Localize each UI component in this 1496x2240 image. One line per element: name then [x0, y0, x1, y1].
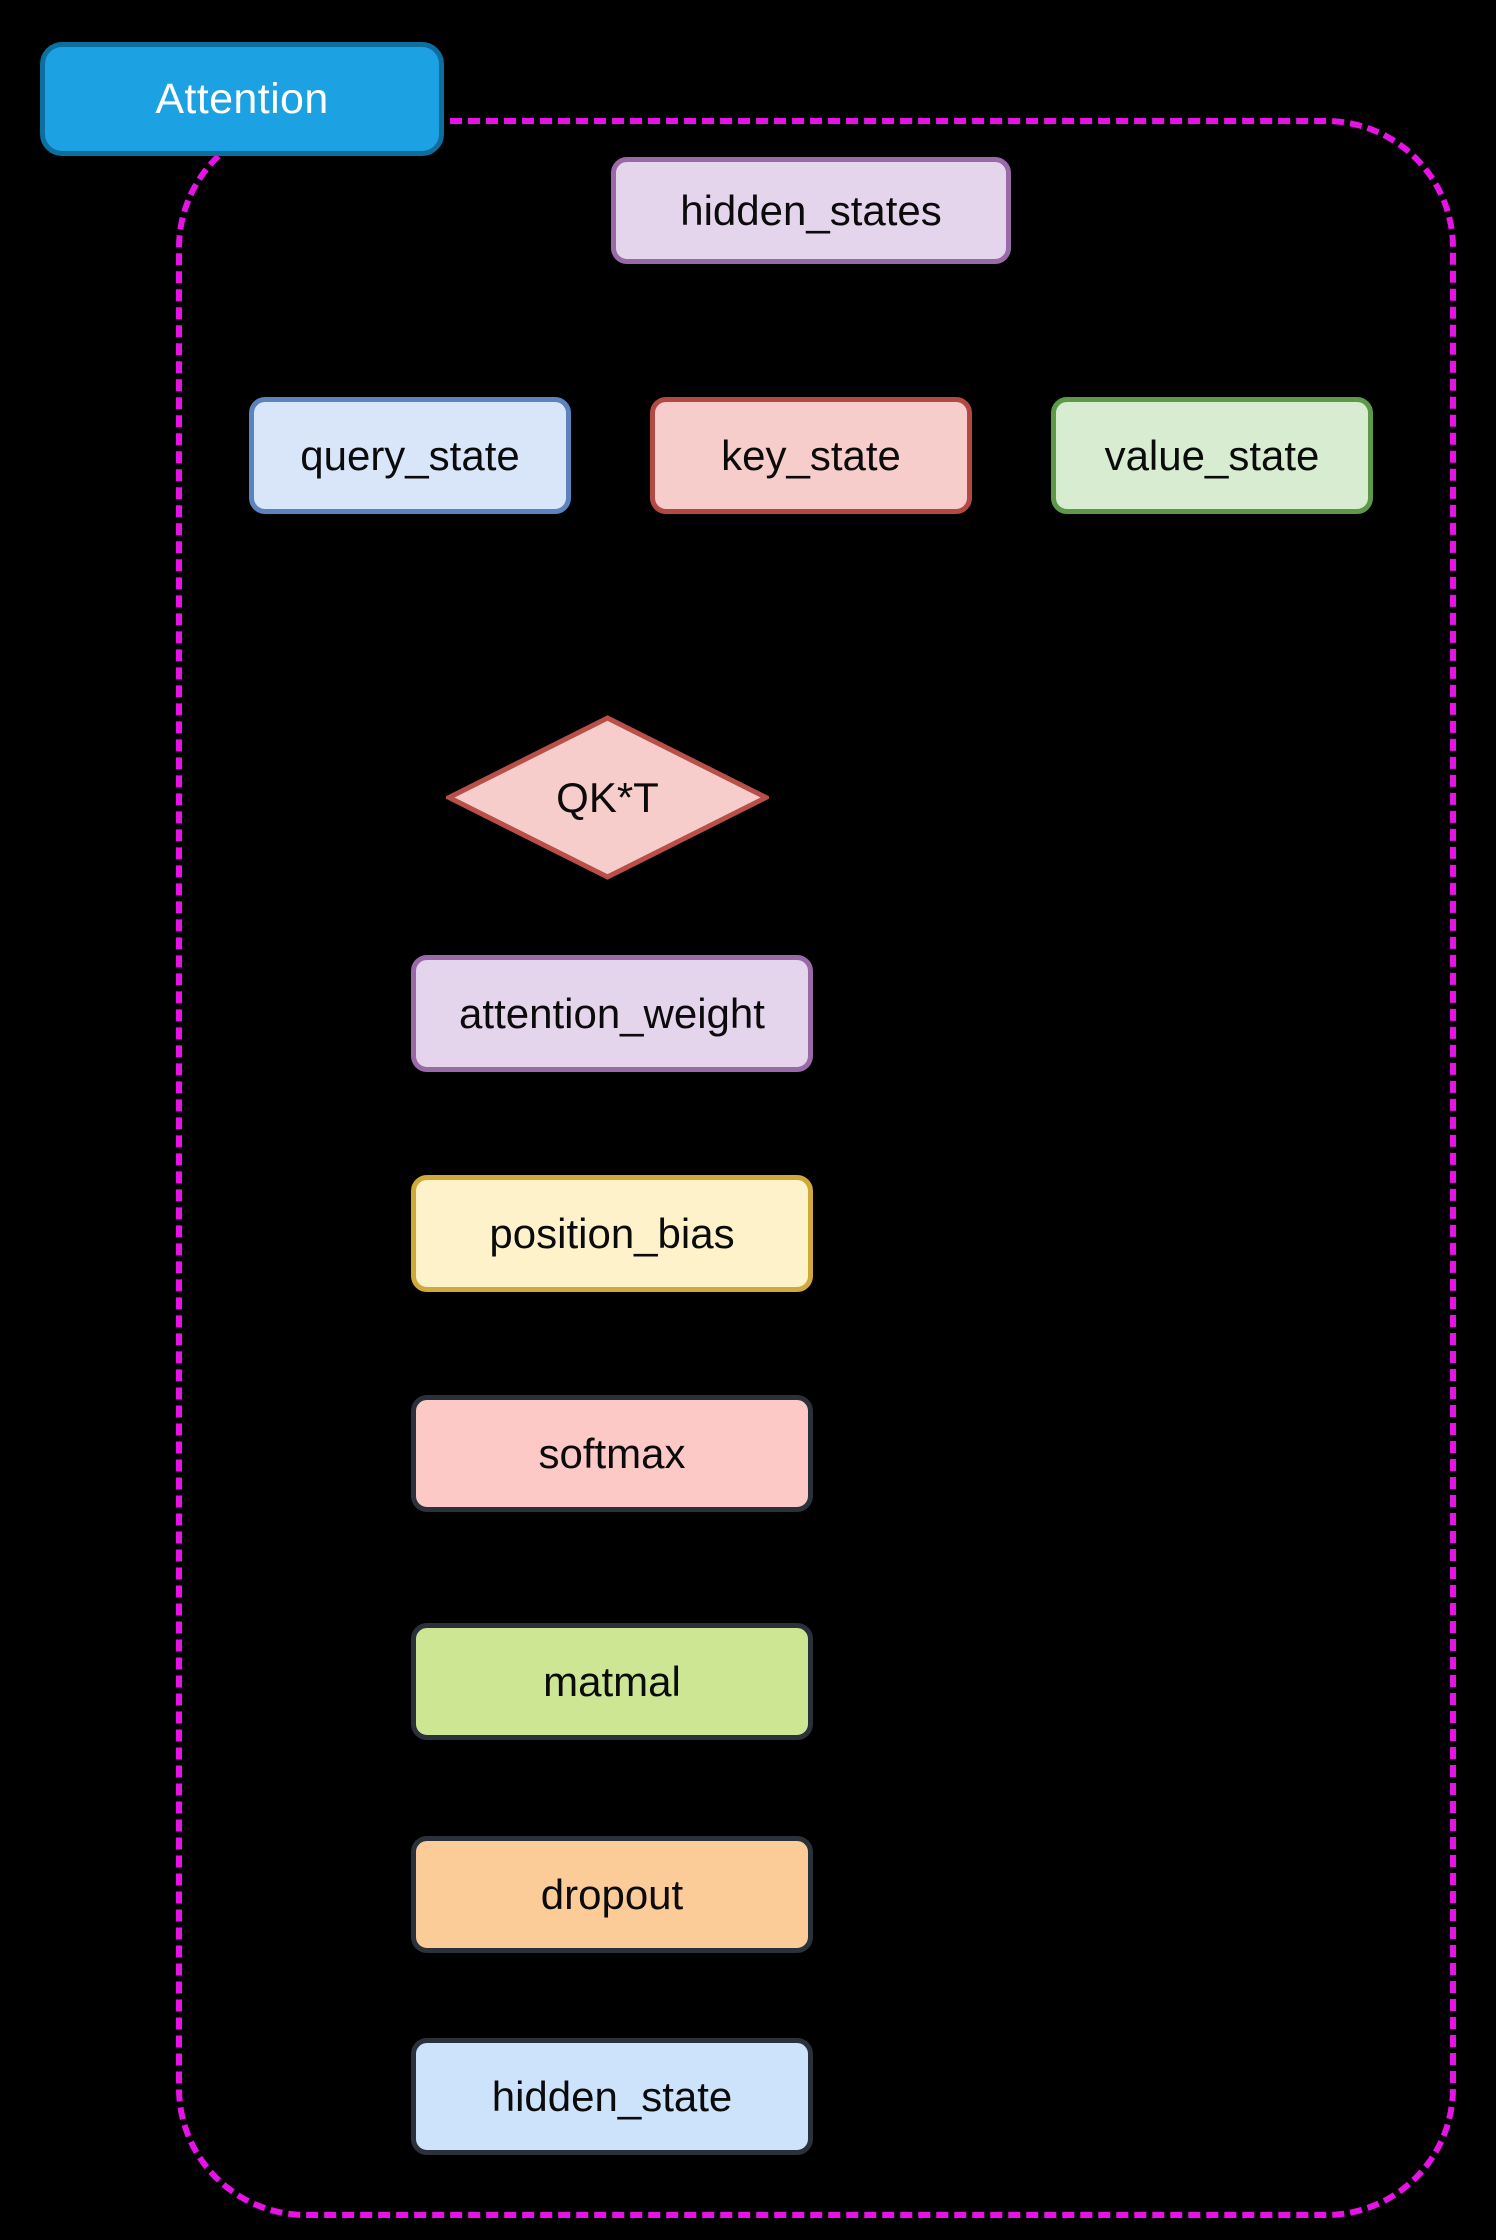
- node-matmal[interactable]: matmal: [411, 1623, 813, 1740]
- subgraph-title-label: Attention: [155, 74, 329, 123]
- node-label: hidden_states: [680, 186, 942, 234]
- node-label: hidden_state: [491, 2072, 733, 2120]
- node-value-state[interactable]: value_state: [1051, 397, 1373, 514]
- node-query-state[interactable]: query_state: [249, 397, 571, 514]
- node-softmax[interactable]: softmax: [411, 1395, 813, 1512]
- node-label: attention_weight: [459, 989, 765, 1037]
- node-label: softmax: [538, 1429, 686, 1477]
- attention-subgraph-frame: [176, 118, 1456, 2218]
- node-position-bias[interactable]: position_bias: [411, 1175, 813, 1292]
- node-dropout[interactable]: dropout: [411, 1836, 813, 1953]
- node-label: dropout: [540, 1870, 684, 1918]
- node-attention-weight[interactable]: attention_weight: [411, 955, 813, 1072]
- node-label: query_state: [300, 431, 520, 479]
- node-label: matmal: [543, 1657, 681, 1705]
- node-key-state[interactable]: key_state: [650, 397, 972, 514]
- subgraph-title-attention[interactable]: Attention: [40, 42, 444, 156]
- node-hidden-state[interactable]: hidden_state: [411, 2038, 813, 2155]
- diamond-shape-icon: [446, 715, 769, 880]
- node-qk-transpose-decision[interactable]: QK*T: [446, 715, 769, 880]
- node-label: key_state: [721, 431, 901, 479]
- node-label: value_state: [1104, 431, 1320, 479]
- node-label: position_bias: [489, 1209, 735, 1257]
- node-hidden-states[interactable]: hidden_states: [611, 157, 1011, 264]
